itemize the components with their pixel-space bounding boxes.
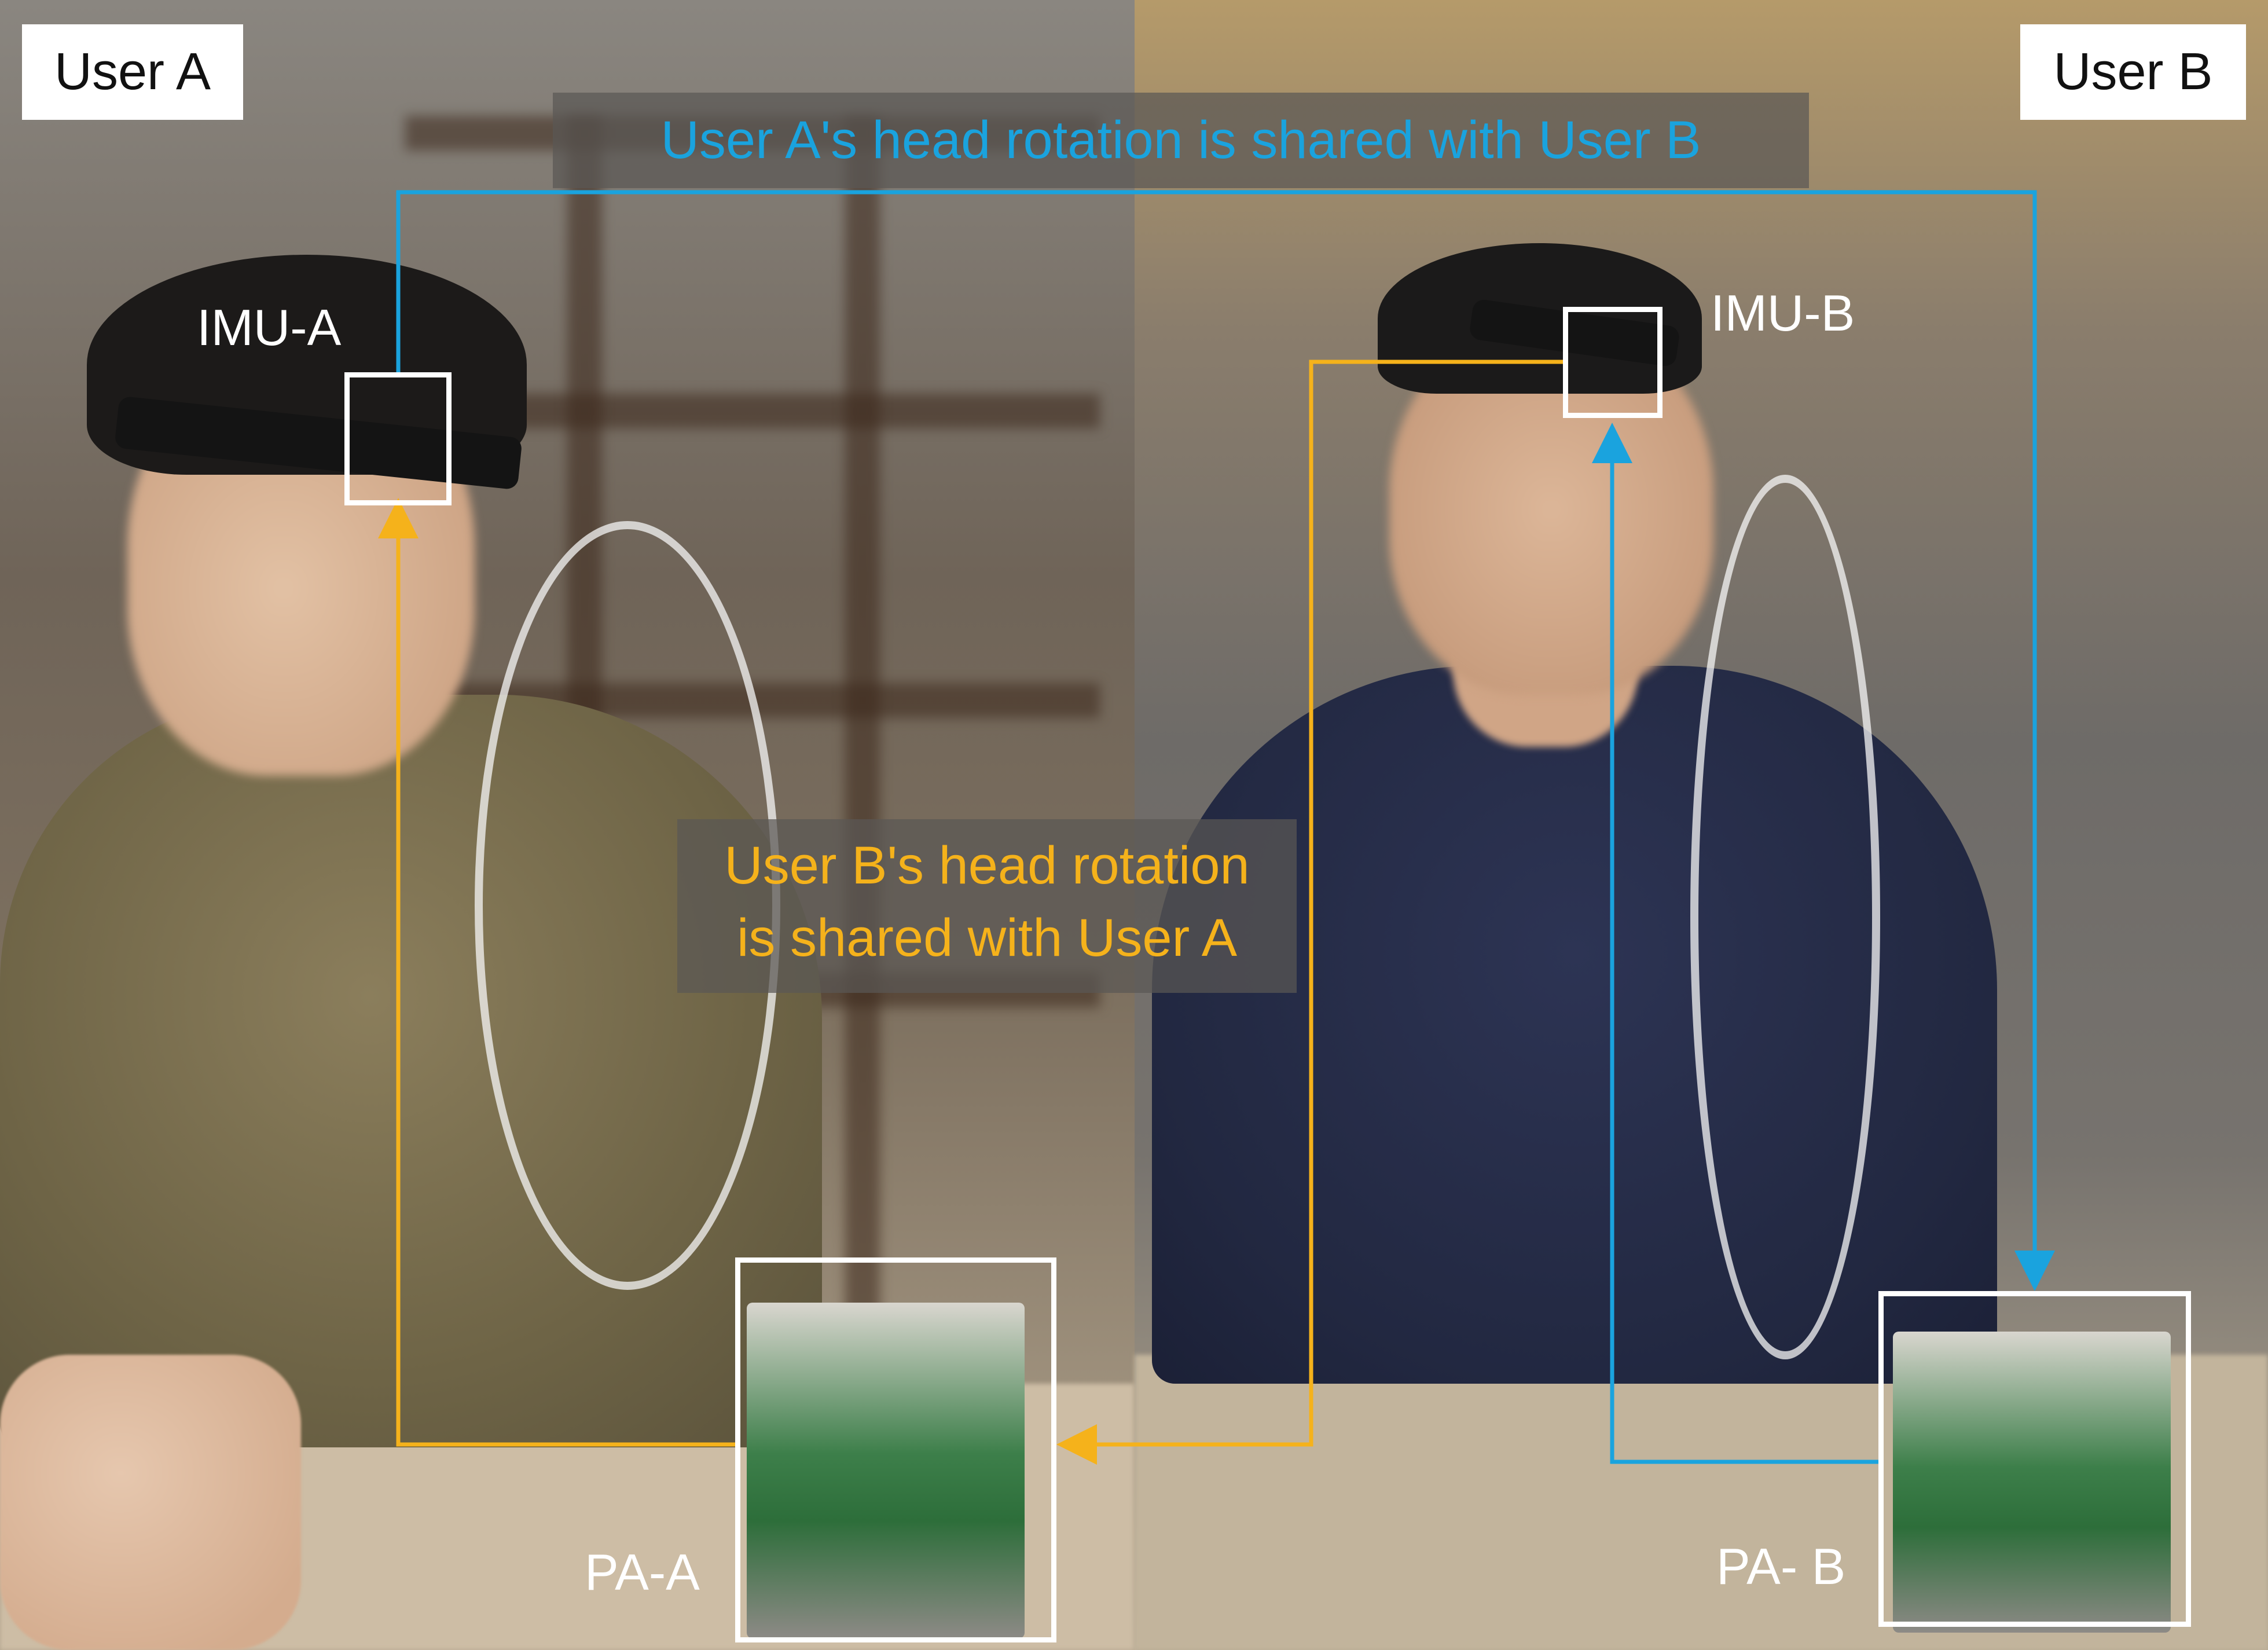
imu-b-tag: IMU-B (1711, 284, 1855, 342)
user-a-hands (0, 1355, 301, 1650)
pa-b-tag: PA- B (1716, 1538, 1846, 1595)
banner-b-to-a-line1: User B's head rotation (724, 836, 1250, 895)
orange-path-b-to-a (1056, 360, 1566, 1465)
blue-path-pa-b-to-imu-b (1592, 423, 1881, 1464)
user-a-label: User A (22, 24, 243, 120)
pa-a-device (747, 1303, 1025, 1638)
pa-b-device (1893, 1332, 2171, 1633)
shelf-post (845, 116, 880, 1332)
imu-a-tag: IMU-A (197, 299, 342, 356)
blue-path-a-to-b (396, 190, 2055, 1291)
banner-b-to-a: User B's head rotation is shared with Us… (677, 819, 1297, 993)
imu-a-frame (344, 372, 452, 505)
imu-b-frame (1563, 307, 1663, 418)
pa-a-tag: PA-A (585, 1543, 700, 1601)
orange-path-pa-a-to-imu-a (378, 498, 740, 1447)
banner-b-to-a-line2: is shared with User A (736, 908, 1238, 968)
banner-a-to-b: User A's head rotation is shared with Us… (553, 93, 1809, 188)
user-b-label: User B (2020, 24, 2246, 120)
pa-a-frame (735, 1257, 1056, 1642)
pa-b-frame (1878, 1291, 2191, 1627)
